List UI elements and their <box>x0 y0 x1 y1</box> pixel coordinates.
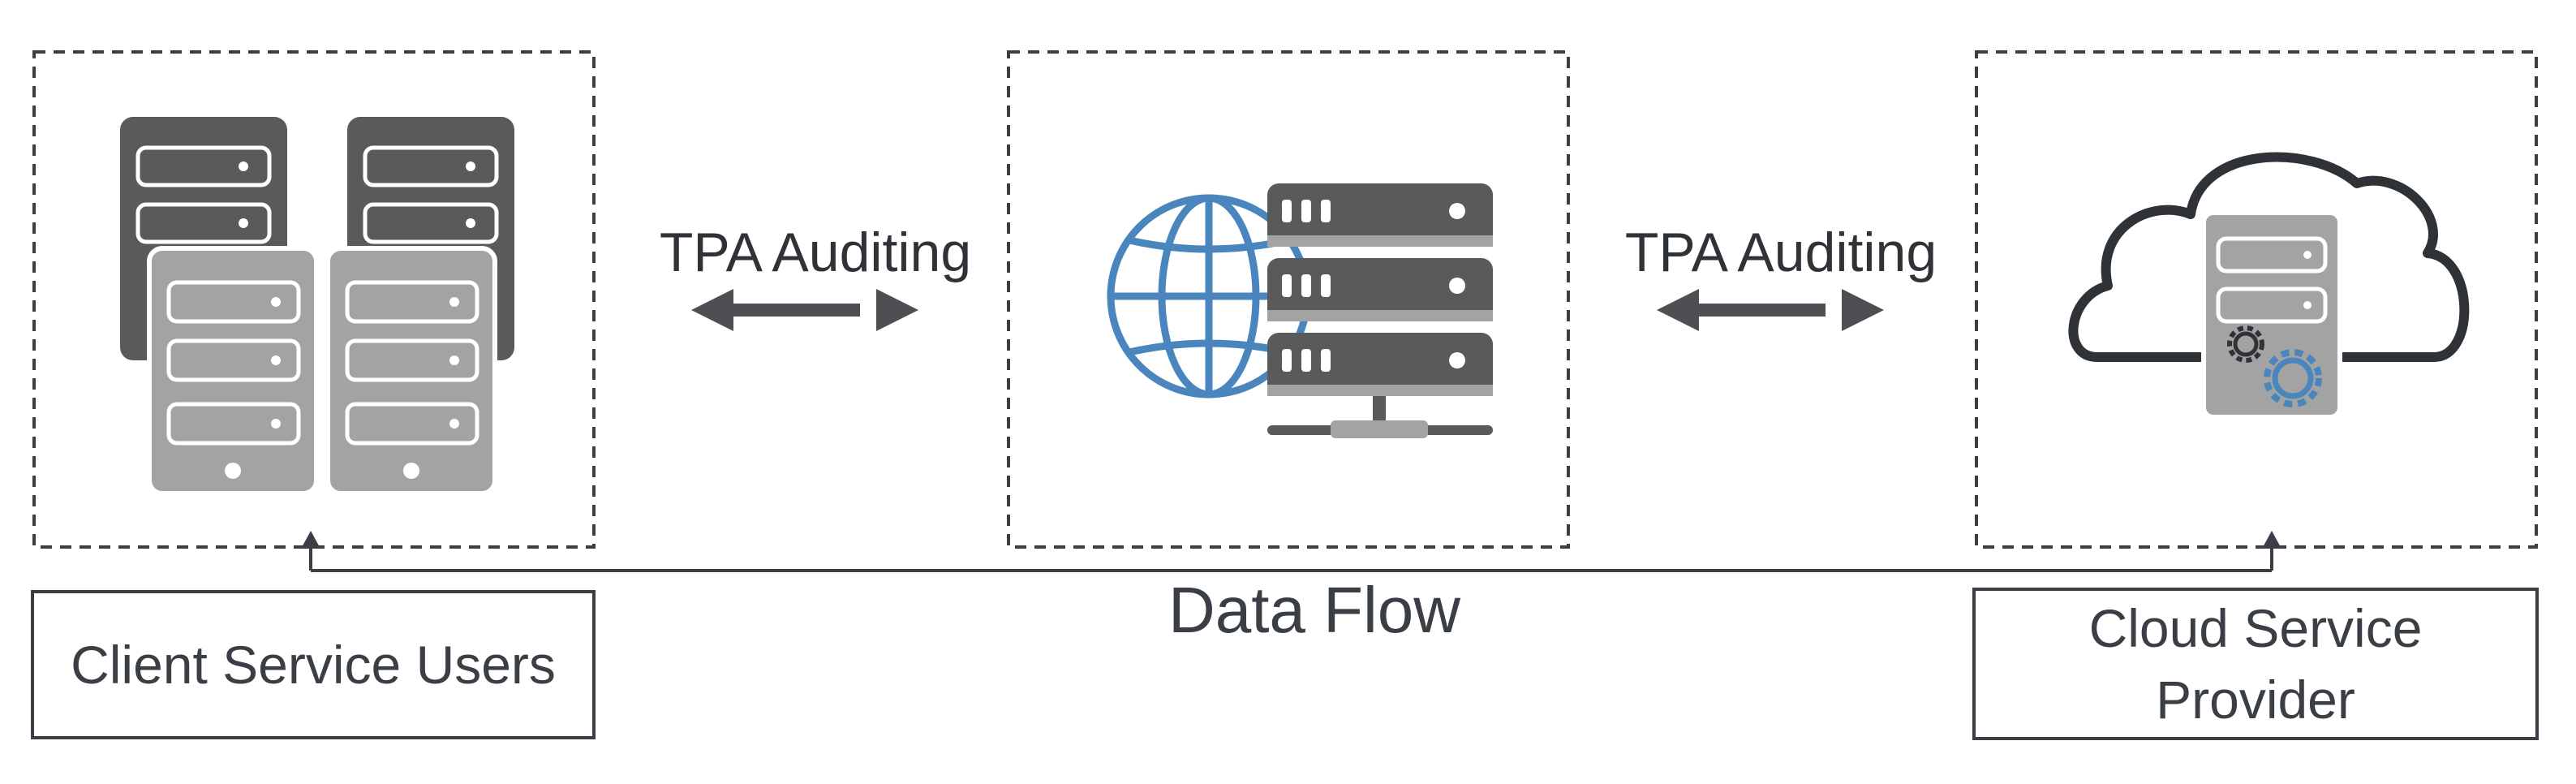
tpa-double-arrow-left <box>691 289 918 331</box>
client-servers-icon <box>120 117 514 496</box>
tpa-auditing-label-left: TPA Auditing <box>659 222 972 283</box>
client-service-users-label: Client Service Users <box>71 635 556 695</box>
cloud-server-icon <box>2068 152 2470 420</box>
globe-server-icon <box>1107 183 1493 438</box>
gear-icon-blue <box>2264 349 2322 407</box>
provider-box <box>1975 50 2538 549</box>
gear-icon-dark <box>2227 325 2264 363</box>
provider-arrowhead <box>2262 531 2281 549</box>
client-service-users-box: Client Service Users <box>31 590 596 739</box>
client-arrowhead <box>301 531 320 549</box>
cloud-service-provider-label-line1: Cloud Service <box>2088 598 2423 658</box>
tpa-double-arrow-right <box>1657 289 1884 331</box>
tpa-auditing-label-right: TPA Auditing <box>1624 222 1937 283</box>
middle-box <box>1007 50 1570 549</box>
data-flow-label: Data Flow <box>1168 574 1461 646</box>
cloud-service-provider-box: Cloud Service Provider <box>1972 588 2539 740</box>
server-rack-icon <box>1267 183 1493 438</box>
cloud-service-provider-label-line2: Provider <box>2156 670 2355 730</box>
